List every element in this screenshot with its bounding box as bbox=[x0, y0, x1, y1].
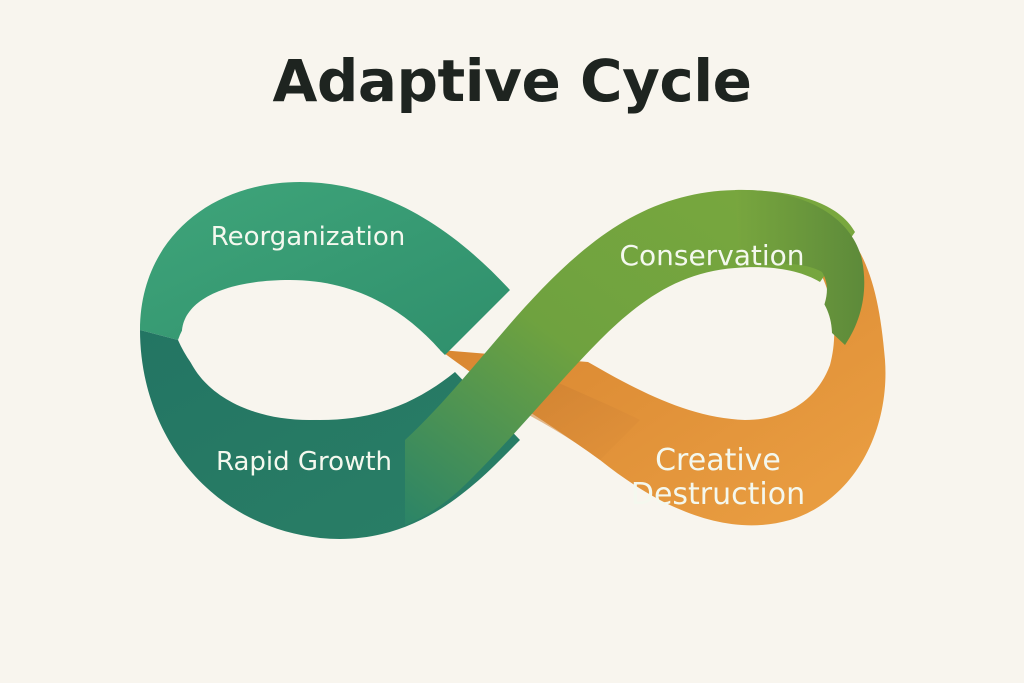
label-reorganization: Reorganization bbox=[211, 222, 406, 252]
page-title: Adaptive Cycle bbox=[272, 47, 752, 115]
reorganization-band bbox=[140, 182, 510, 355]
conservation-band bbox=[735, 189, 865, 345]
creative-destruction-band bbox=[440, 230, 886, 526]
label-conservation: Conservation bbox=[619, 239, 804, 272]
label-creative: Creative bbox=[655, 443, 781, 478]
left-loop-opening bbox=[182, 280, 440, 420]
right-loop-opening bbox=[596, 269, 832, 418]
label-destruction: Destruction bbox=[631, 477, 805, 512]
label-rapid-growth: Rapid Growth bbox=[216, 447, 392, 477]
